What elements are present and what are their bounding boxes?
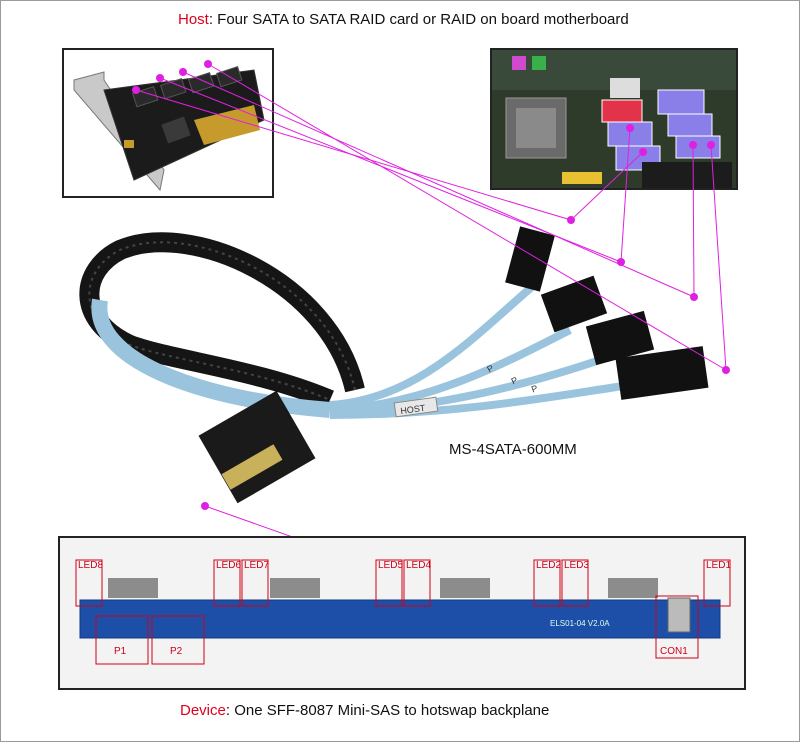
led8-label: LED8 xyxy=(78,560,103,571)
pci-raid-card-illustration xyxy=(73,65,265,192)
host-prefix: Host xyxy=(178,11,209,28)
model-label: MS-4SATA-600MM xyxy=(449,441,577,458)
device-description: : One SFF-8087 Mini-SAS to hotswap backp… xyxy=(225,702,550,719)
p1-label: P1 xyxy=(114,646,127,657)
port-tag-label: P xyxy=(530,383,539,394)
port-tag-label: P xyxy=(510,375,520,387)
led1-label: LED1 xyxy=(706,560,731,571)
led6-label: LED6 xyxy=(216,560,241,571)
led2-label: LED2 xyxy=(536,560,561,571)
motherboard-illustration xyxy=(492,50,736,188)
p2-label: P2 xyxy=(170,646,183,657)
pci-raid-card-photo xyxy=(62,48,274,198)
port-tag-label: P xyxy=(485,363,495,375)
board-text: ELS01-04 V2.0A xyxy=(550,619,610,628)
sata-connector xyxy=(585,310,655,366)
cable-sleeve-black xyxy=(79,232,365,410)
host-tag-label: HOST xyxy=(400,403,427,416)
host-description: : Four SATA to SATA RAID card or RAID on… xyxy=(208,11,629,28)
led7-label: LED7 xyxy=(244,560,269,571)
led5-label: LED5 xyxy=(378,560,403,571)
led4-label: LED4 xyxy=(406,560,431,571)
host-tag xyxy=(393,396,439,418)
backplane-photo: ELS01-04 V2.0A LED8 LED6 LED7 LED5 LED4 … xyxy=(58,536,746,690)
motherboard-photo xyxy=(490,48,738,190)
device-prefix: Device xyxy=(180,702,226,719)
sata-connector xyxy=(615,346,709,400)
backplane-illustration: ELS01-04 V2.0A LED8 LED6 LED7 LED5 LED4 … xyxy=(75,559,731,665)
led3-label: LED3 xyxy=(564,560,589,571)
con1-label: CON1 xyxy=(660,646,688,657)
sata-connector xyxy=(505,226,555,292)
host-caption: Host: Four SATA to SATA RAID card or RAI… xyxy=(178,11,629,28)
device-caption: Device: One SFF-8087 Mini-SAS to hotswap… xyxy=(180,702,549,719)
